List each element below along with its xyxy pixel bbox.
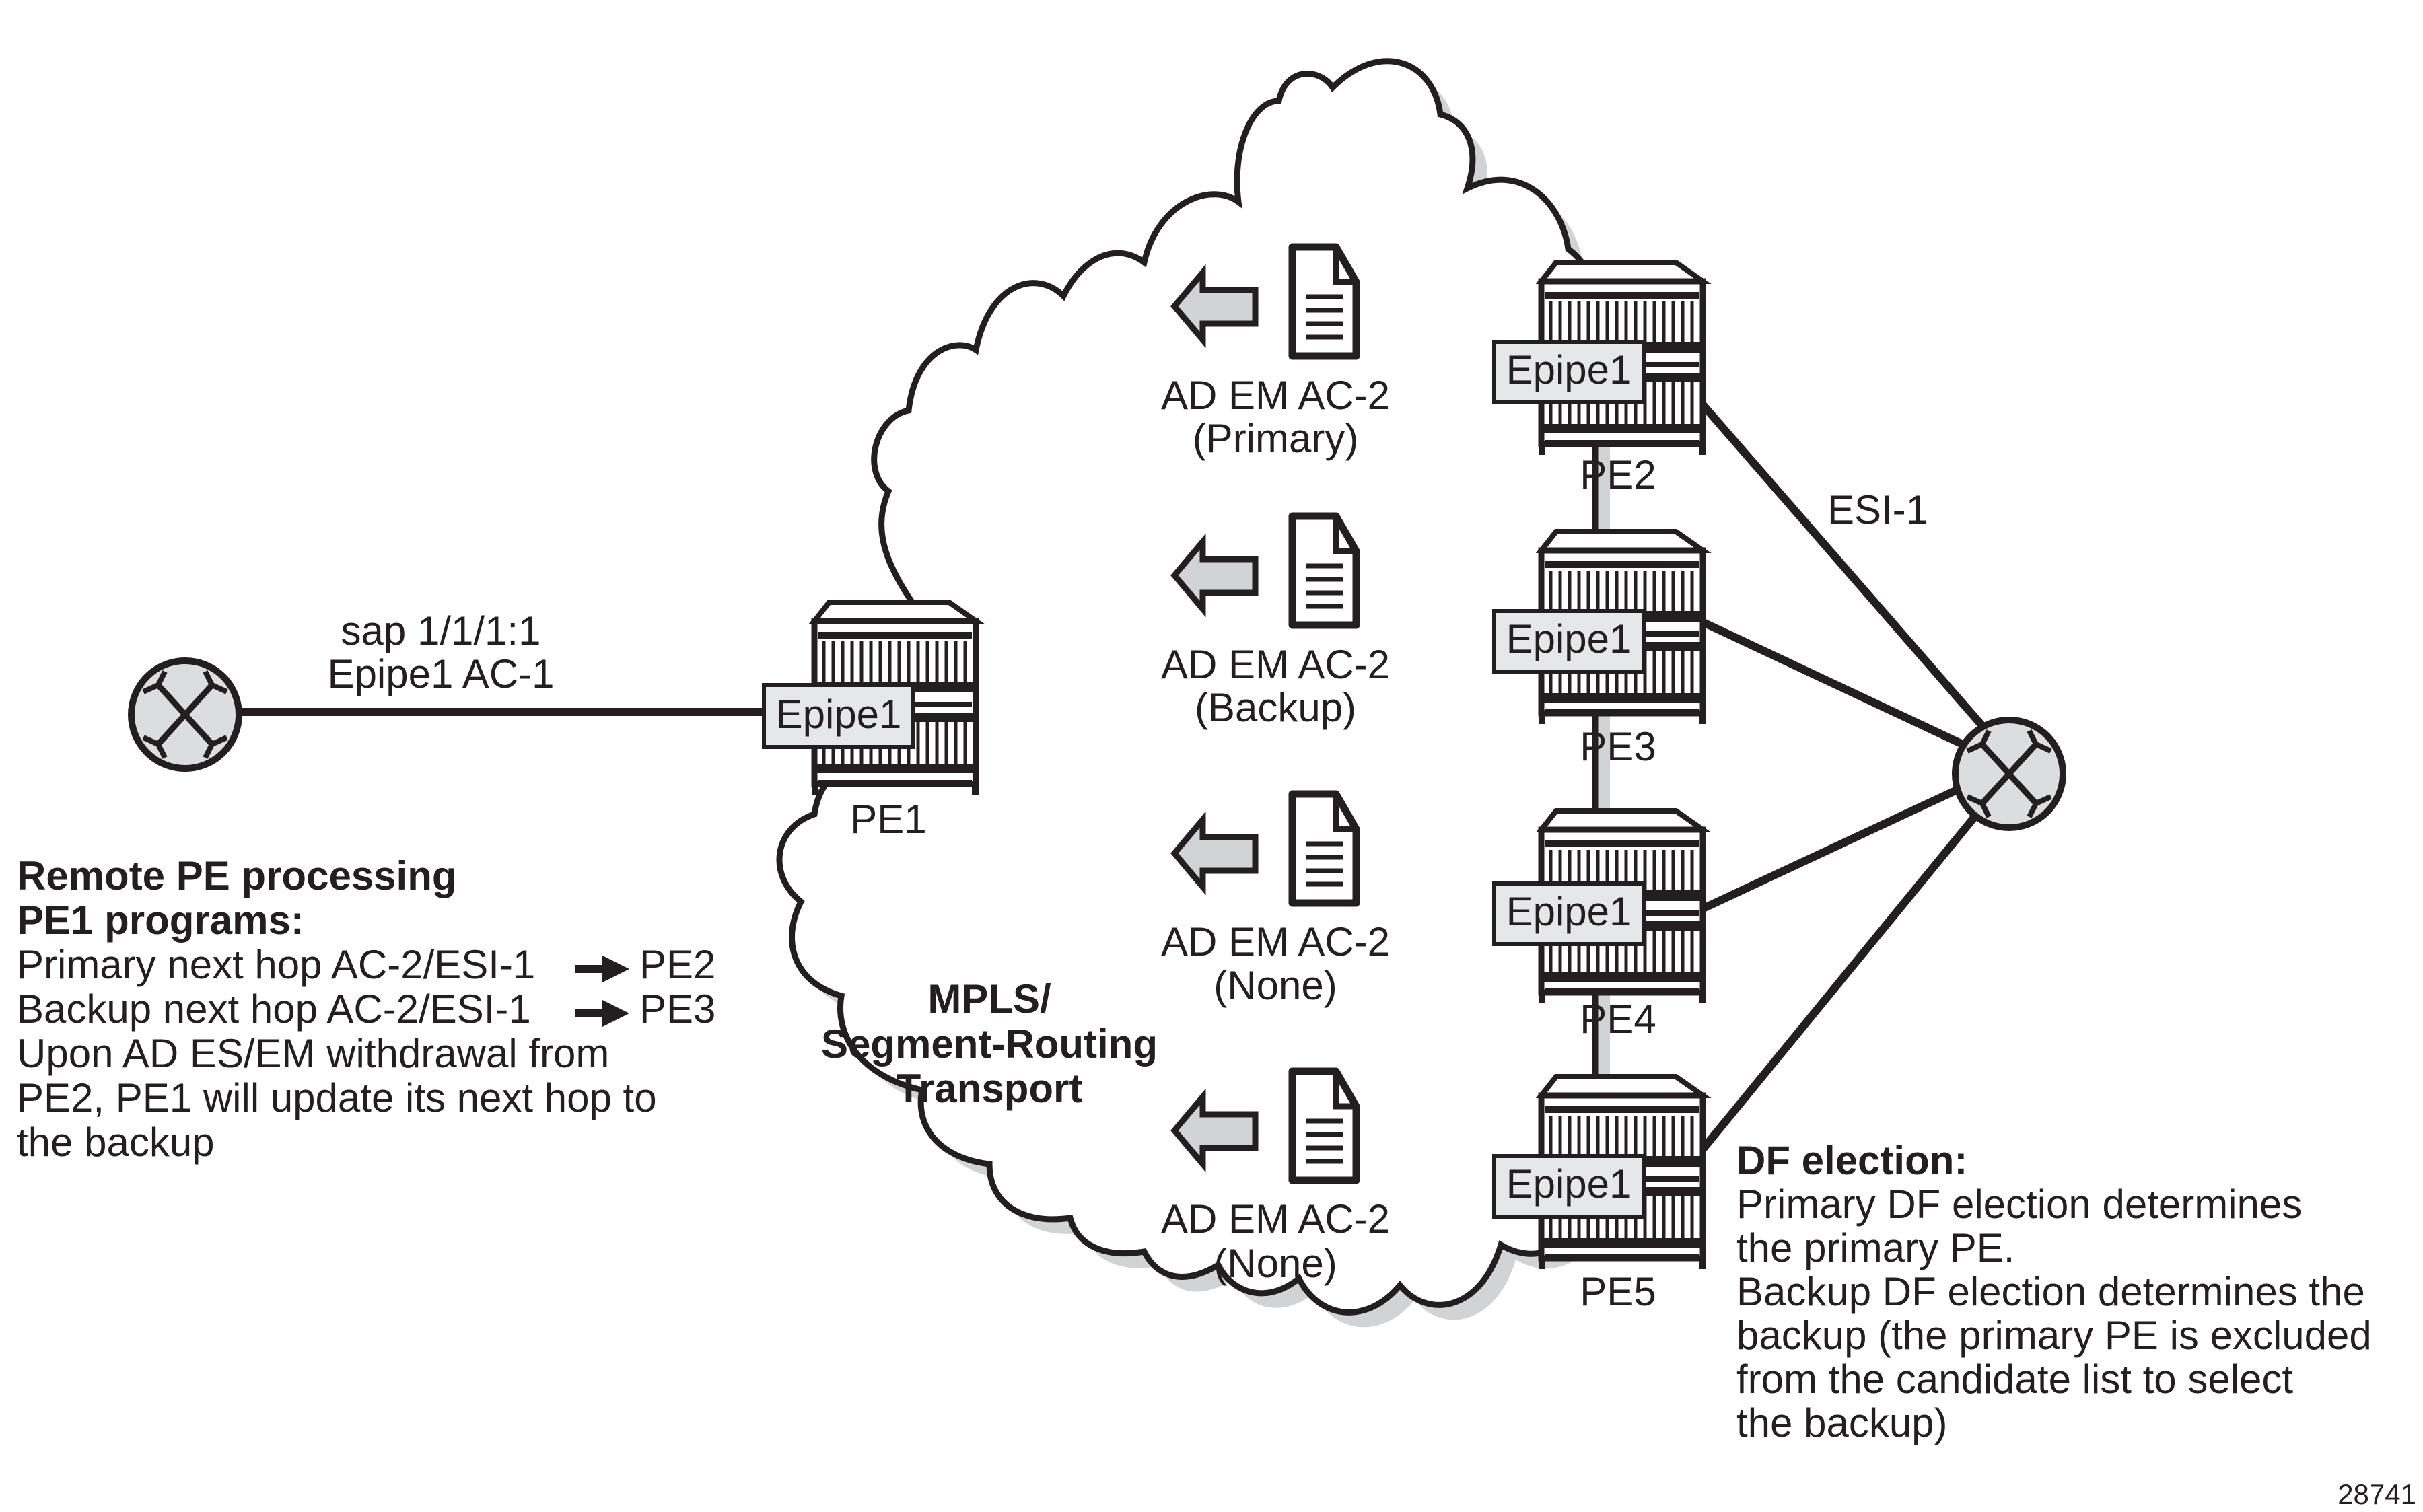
ce-right-switch-icon [1955, 720, 2063, 828]
arrow-right-icon [575, 1000, 629, 1027]
df-election-note: DF election: Primary DF election determi… [1736, 1138, 2372, 1445]
df-note-line: from the candidate list to select [1736, 1357, 2293, 1402]
link-pe2-ce-right [1693, 394, 1992, 736]
remote-note-line6: PE2, PE1 will update its next hop to [17, 1075, 657, 1120]
df-note-line: backup (the primary PE is excluded [1736, 1313, 2372, 1358]
df-note-line: the primary PE. [1736, 1225, 2014, 1270]
link-pe3-ce-right [1694, 615, 1967, 750]
remote-note-title1: Remote PE processing [17, 853, 457, 898]
route-none-pe5-line1: AD EM AC-2 [1161, 1196, 1390, 1241]
route-backup-line2: (Backup) [1195, 685, 1356, 730]
remote-note-primary: Primary next hop AC-2/ESI-1 [17, 942, 535, 987]
cloud-label-line3: Transport [897, 1066, 1083, 1111]
df-note-title: DF election: [1736, 1138, 1967, 1183]
pe2-service-box [1492, 340, 1646, 404]
ce-left-switch-icon [131, 661, 239, 768]
remote-pe-note: Remote PE processing PE1 programs: Prima… [17, 853, 715, 1165]
pe5-service-box [1492, 1154, 1646, 1219]
pe3-name: PE3 [1580, 724, 1656, 769]
pe4-service-label: Epipe1 [1506, 889, 1632, 934]
arrow-right-icon [575, 956, 629, 982]
link-pe4-ce-right [1694, 782, 1967, 916]
cloud-label-line1: MPLS/ [927, 976, 1051, 1021]
remote-note-line5: Upon AD ES/EM withdrawal from [17, 1031, 609, 1076]
route-none-pe4-line2: (None) [1214, 963, 1337, 1008]
link-pe5-ce-right [1693, 797, 1992, 1160]
pe4-service-box [1492, 881, 1646, 946]
df-note-line: the backup) [1736, 1400, 1948, 1445]
route-primary-line1: AD EM AC-2 [1161, 373, 1390, 418]
route-backup-line1: AD EM AC-2 [1161, 642, 1390, 687]
esi-label: ESI-1 [1827, 487, 1928, 532]
remote-note-title2: PE1 programs: [17, 898, 304, 943]
route-none-pe5-line2: (None) [1214, 1241, 1337, 1286]
pe1-service-box [762, 683, 915, 749]
remote-note-backup: Backup next hop AC-2/ESI-1 [17, 986, 531, 1032]
pe2-service-label: Epipe1 [1506, 347, 1632, 392]
cloud-label-line2: Segment-Routing [821, 1021, 1158, 1067]
pe3-service-label: Epipe1 [1506, 616, 1632, 661]
pe3-service-box [1492, 609, 1646, 674]
route-primary-line2: (Primary) [1193, 416, 1359, 461]
df-note-line: Primary DF election determines [1736, 1182, 2302, 1227]
pe2-name: PE2 [1580, 452, 1656, 497]
pe5-service-label: Epipe1 [1506, 1161, 1632, 1207]
pe1-name: PE1 [850, 797, 926, 842]
sap-label: sap 1/1/1:1 [341, 608, 541, 653]
pe4-name: PE4 [1580, 997, 1656, 1042]
pe5-name: PE5 [1580, 1269, 1656, 1314]
route-none-pe4-line1: AD EM AC-2 [1161, 919, 1390, 964]
df-note-line: Backup DF election determines the [1736, 1269, 2365, 1314]
pe1-service-label: Epipe1 [776, 692, 902, 737]
ac1-label: Epipe1 AC-1 [328, 651, 555, 696]
remote-note-line7: the backup [17, 1120, 215, 1165]
figure-id: 28741 [2338, 1478, 2416, 1510]
remote-note-primary-target: PE2 [639, 942, 715, 987]
remote-note-backup-target: PE3 [639, 986, 715, 1032]
